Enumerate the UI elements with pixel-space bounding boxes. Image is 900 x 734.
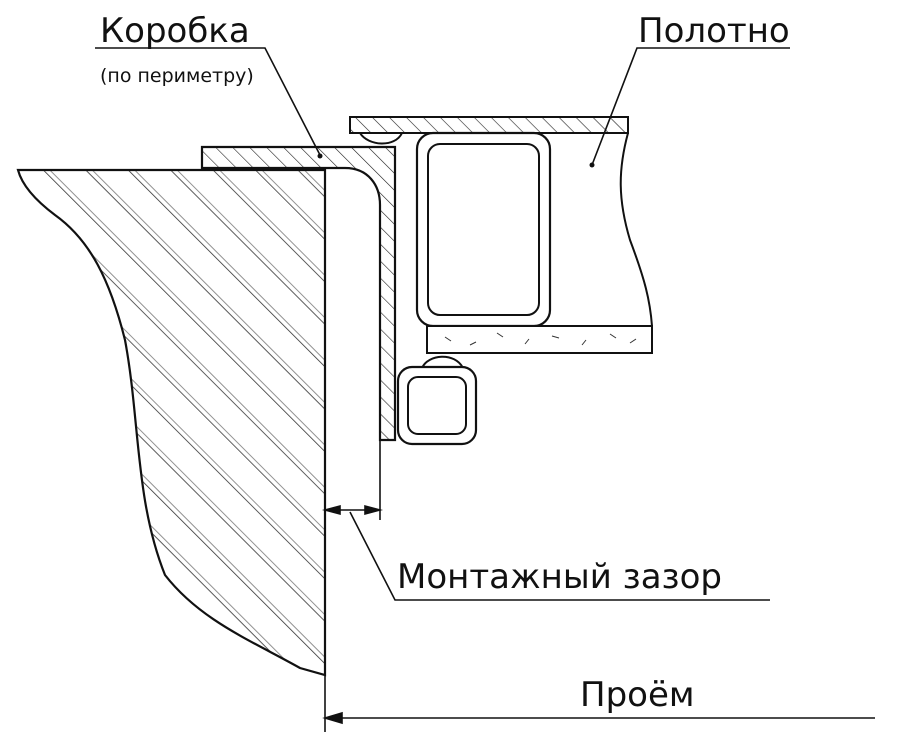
small-square-tube — [396, 365, 478, 446]
door-leaf-top-plate — [349, 116, 629, 134]
door-leaf-break-line — [619, 132, 653, 327]
door-frame-profile — [200, 145, 397, 442]
opening-label: Проём — [580, 675, 695, 715]
gap-dimension — [321, 440, 770, 601]
door-leaf-tube — [415, 131, 552, 328]
frame-note-label: (по периметру) — [100, 65, 254, 87]
door-leaf-bottom-strip — [426, 325, 653, 354]
frame-label: Коробка — [100, 11, 250, 51]
frame-leader-dot — [317, 153, 323, 159]
leader-lines — [95, 47, 790, 166]
gap-label: Монтажный зазор — [397, 557, 722, 597]
wall-section — [16, 168, 327, 677]
weld-bead-top — [358, 132, 404, 145]
leaf-label: Полотно — [638, 11, 790, 51]
opening-dimension — [322, 675, 875, 732]
